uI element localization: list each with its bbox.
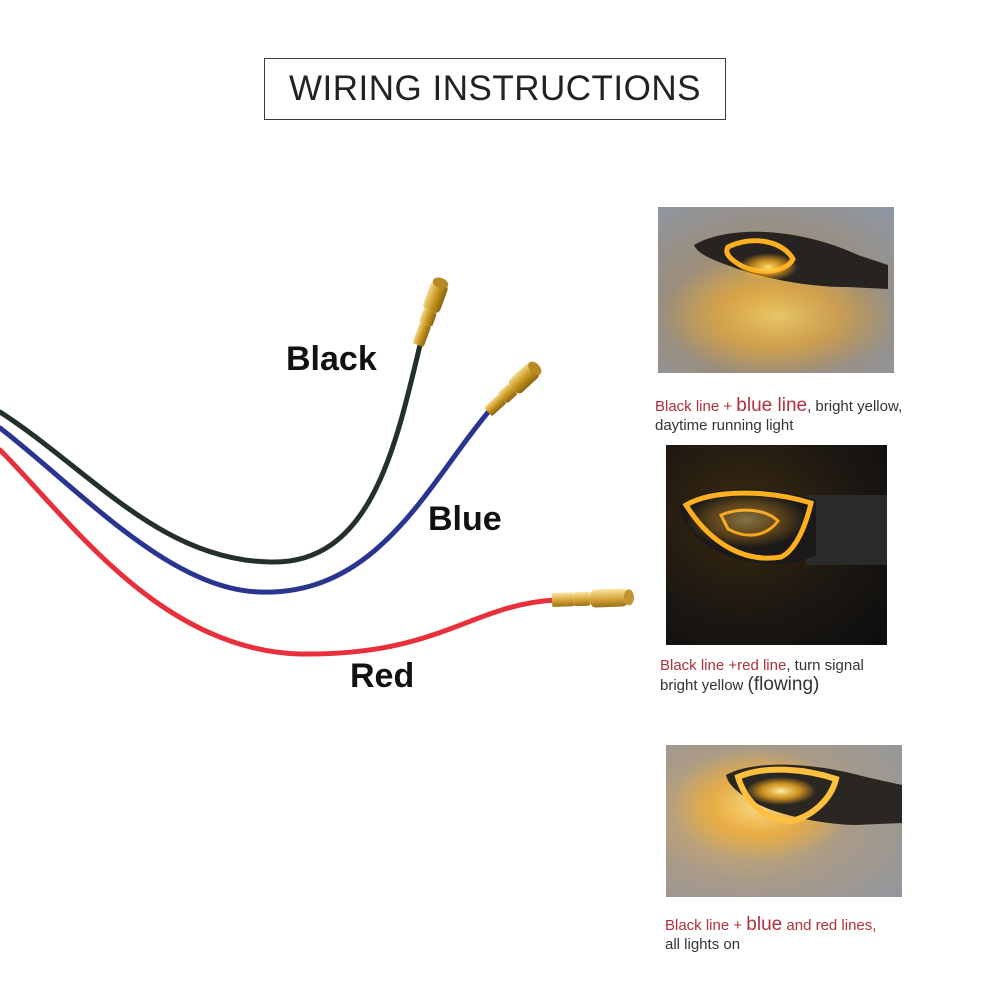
turn-signal-photo — [666, 445, 887, 645]
red-wire-label: Red — [350, 657, 415, 695]
red-bullet-connector — [551, 588, 634, 608]
turn-signal-caption: Black line +red line, turn signal bright… — [660, 657, 864, 695]
title-box: WIRING INSTRUCTIONS — [264, 58, 726, 120]
page-title: WIRING INSTRUCTIONS — [289, 69, 701, 108]
daytime-light-photo — [658, 207, 894, 373]
black-wire — [0, 342, 423, 565]
all-lights-photo — [666, 745, 902, 897]
blue-bullet-connector — [484, 361, 542, 416]
wiring-diagram — [0, 277, 634, 657]
all-lights-caption: Black line + blue and red lines, all lig… — [665, 914, 877, 953]
blue-wire-label: Blue — [428, 500, 502, 538]
blue-wire — [0, 407, 493, 595]
black-bullet-connector — [412, 277, 449, 347]
daytime-light-caption: Black line + blue line, bright yellow, d… — [655, 395, 903, 434]
black-wire-label: Black — [286, 340, 377, 378]
red-wire — [0, 447, 558, 657]
